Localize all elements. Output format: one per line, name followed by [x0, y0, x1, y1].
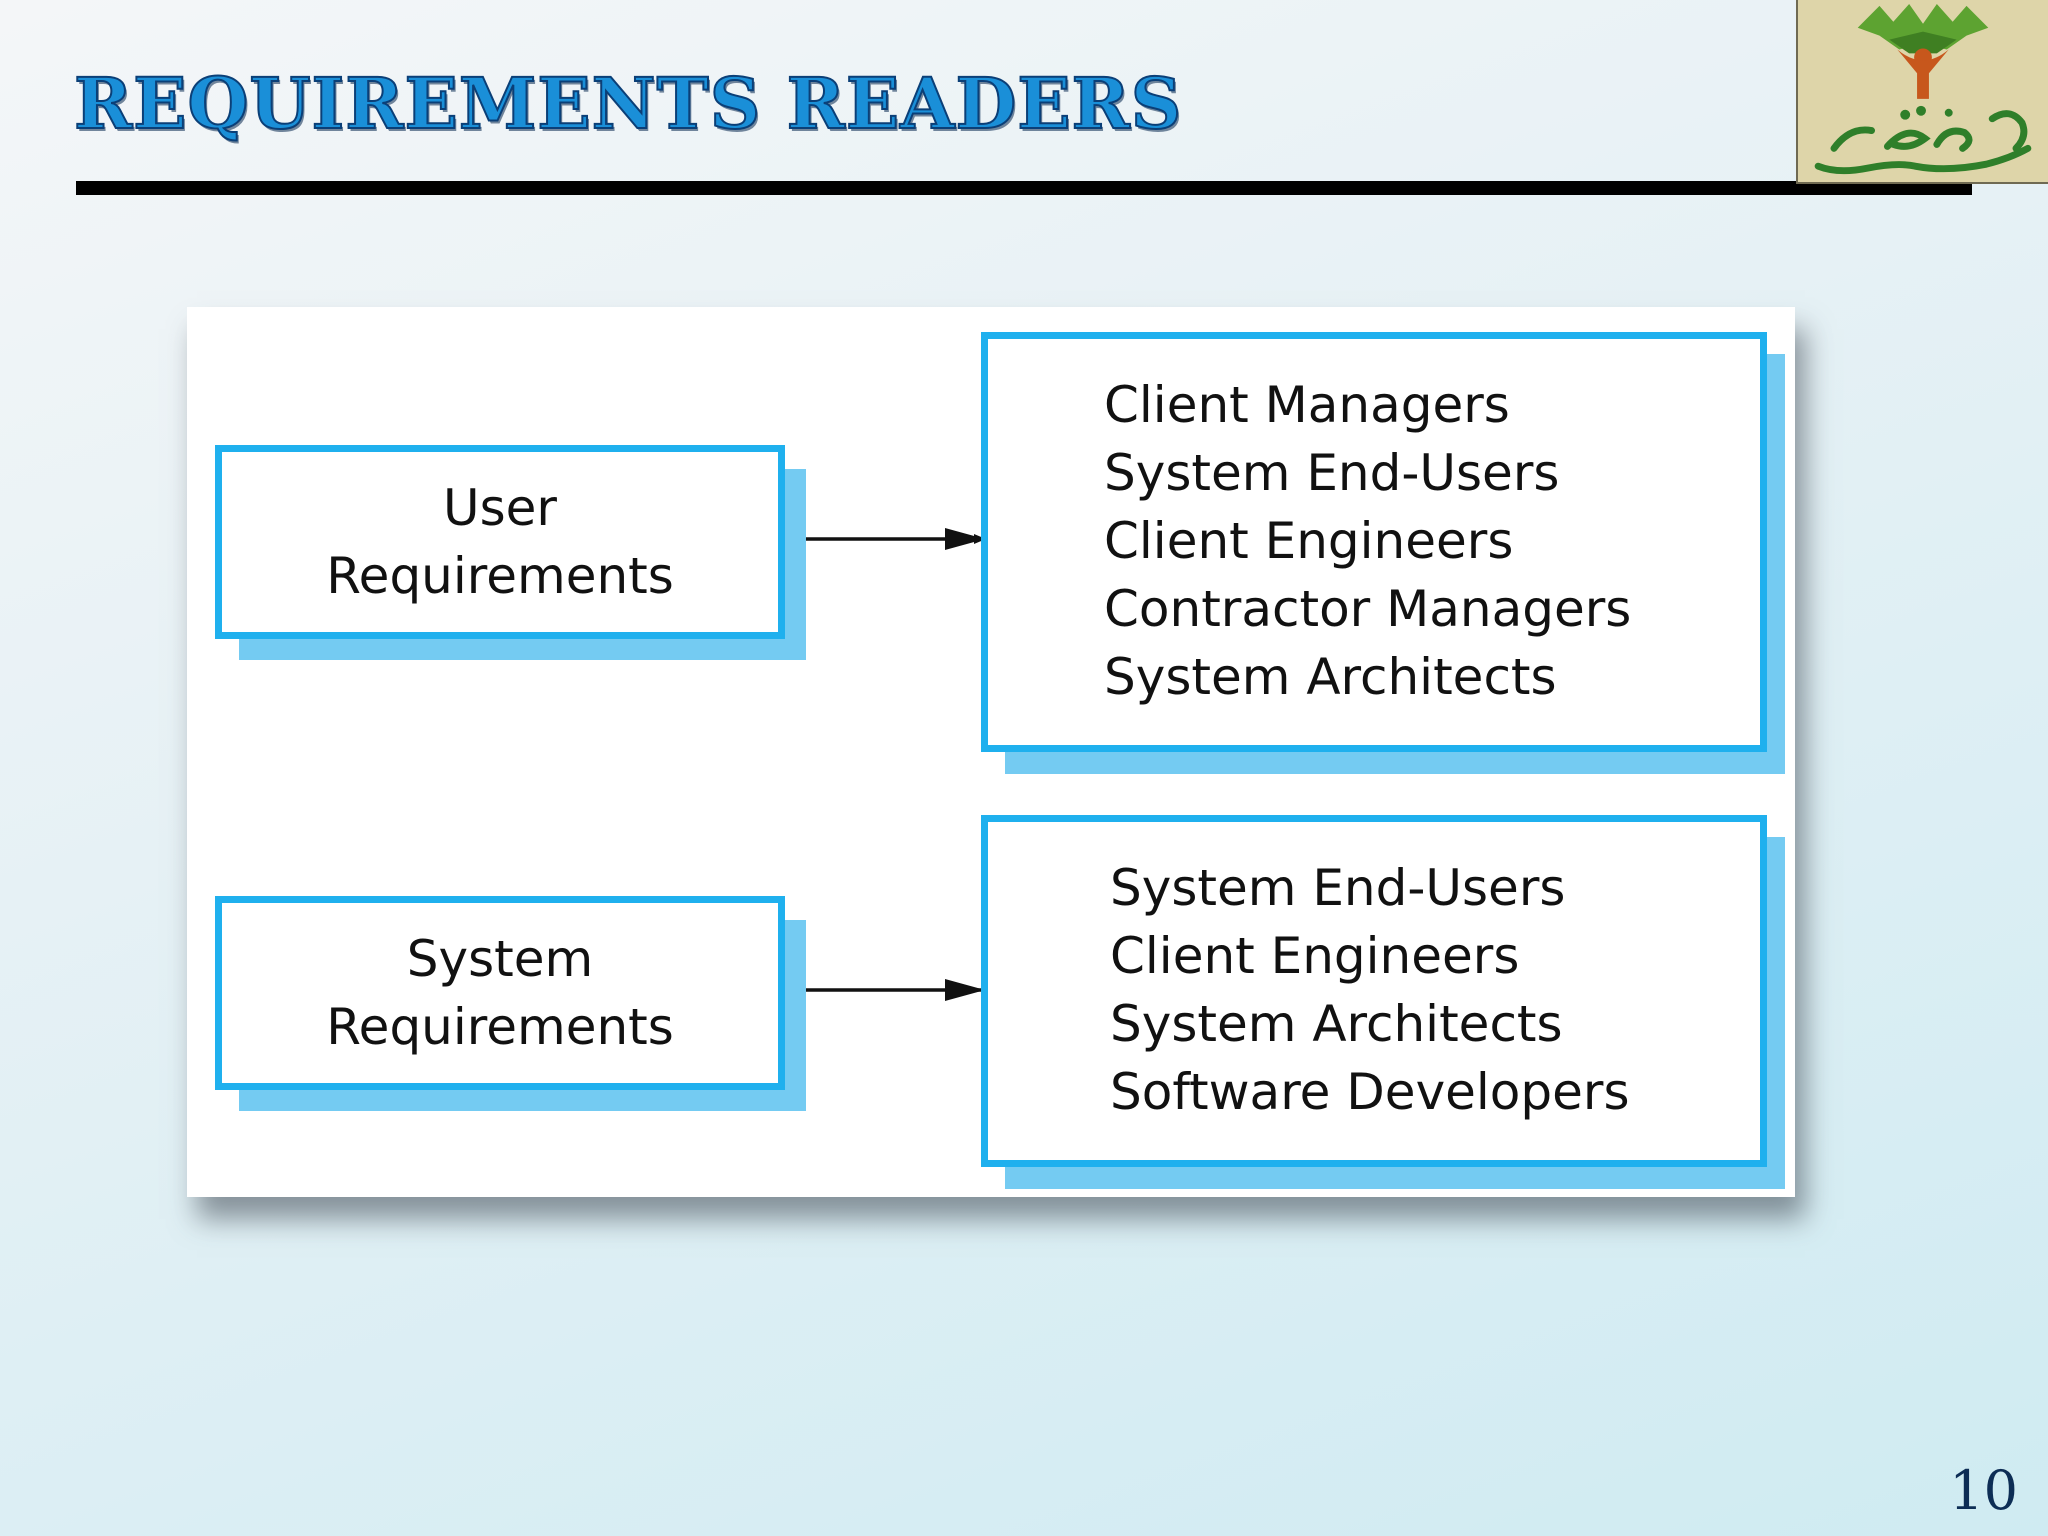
list-item: Client Engineers: [1110, 927, 1520, 985]
user-requirements-readers-box: Client Managers System End-Users Client …: [981, 332, 1767, 752]
system-requirements-readers-box: System End-Users Client Engineers System…: [981, 815, 1767, 1167]
system-requirements-label-line2: Requirements: [326, 998, 674, 1056]
system-requirements-label-line1: System: [406, 930, 594, 988]
user-requirements-arrowhead-icon: [945, 528, 985, 550]
tree-person-logo-icon: [1814, 3, 2032, 175]
list-item: System End-Users: [1104, 444, 1560, 502]
readers-diagram: User Requirements Client Managers System…: [187, 307, 1795, 1197]
list-item: Client Managers: [1104, 376, 1510, 434]
list-item: System Architects: [1104, 648, 1557, 706]
page-number: 10: [1949, 1459, 2018, 1522]
logo: [1796, 0, 2048, 184]
user-requirements-box: User Requirements: [215, 445, 785, 639]
title-underline: [76, 181, 1972, 195]
user-requirements-label-line1: User: [443, 479, 557, 537]
user-requirements-label-line2: Requirements: [326, 547, 674, 605]
system-requirements-readers-list: System End-Users Client Engineers System…: [1110, 854, 1760, 1126]
list-item: System End-Users: [1110, 859, 1566, 917]
list-item: Software Developers: [1110, 1063, 1630, 1121]
list-item: Contractor Managers: [1104, 580, 1632, 638]
diagram-connectors: [789, 528, 986, 1001]
slide-title: REQUIREMENTS READERS: [73, 61, 1183, 146]
list-item: System Architects: [1110, 995, 1563, 1053]
system-requirements-box: System Requirements: [215, 896, 785, 1090]
system-requirements-arrowhead-icon: [945, 979, 985, 1001]
user-requirements-readers-list: Client Managers System End-Users Client …: [1104, 371, 1760, 711]
list-item: Client Engineers: [1104, 512, 1514, 570]
